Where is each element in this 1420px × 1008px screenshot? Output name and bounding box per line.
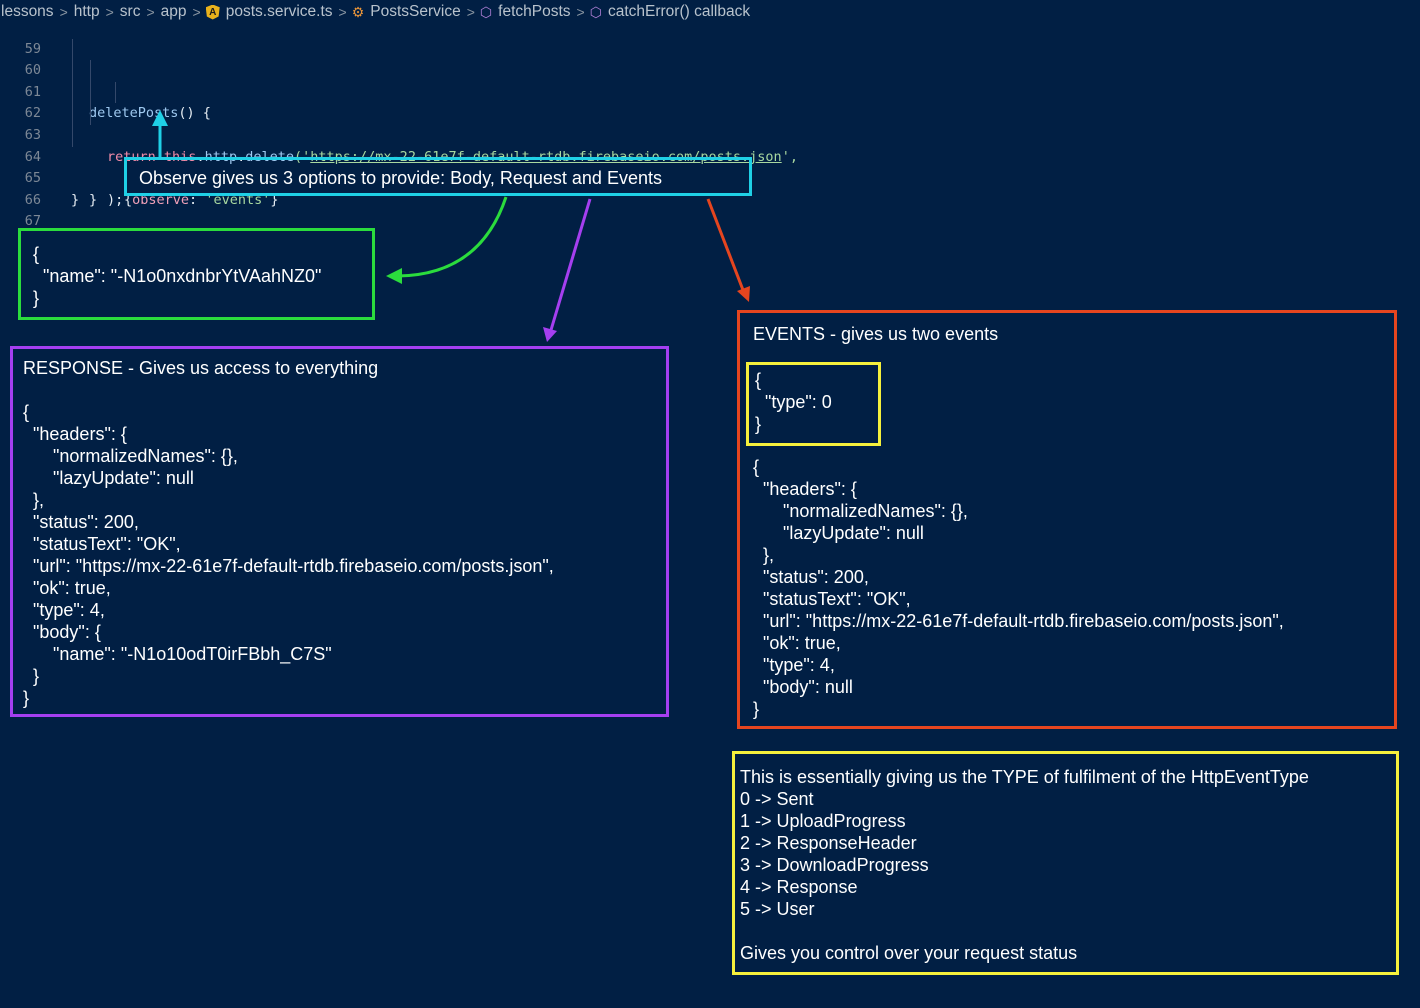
- code-line[interactable]: 61 return this.http.delete('https://mx-2…: [0, 60, 1420, 165]
- breadcrumb-separator: >: [192, 4, 201, 20]
- punctuation: () {: [178, 105, 211, 122]
- class-icon: ⚙: [351, 3, 365, 20]
- indent-guide: [115, 81, 116, 104]
- code-line[interactable]: 67: [0, 190, 1420, 229]
- breadcrumb-item-http[interactable]: http: [73, 3, 100, 20]
- indent-guide: [72, 60, 73, 82]
- line-number: 67: [24, 213, 41, 230]
- method-icon: ⬡: [589, 3, 602, 20]
- line-number: 61: [24, 83, 41, 100]
- breadcrumb-item-src[interactable]: src: [119, 3, 141, 20]
- line-number: 59: [24, 40, 41, 57]
- events-response-json: { "headers": { "normalizedNames": {}, "l…: [753, 457, 1284, 719]
- punctuation: :: [189, 191, 206, 208]
- breadcrumb-separator: >: [105, 4, 114, 20]
- breadcrumb-separator: >: [146, 4, 155, 20]
- arrow-response-purple: [543, 198, 592, 342]
- url-link[interactable]: https://mx-22-61e7f-default-rtdb.firebas…: [310, 148, 782, 165]
- line-number: 62: [24, 105, 41, 122]
- code-content: }: [71, 190, 79, 212]
- punctuation: .: [237, 148, 246, 165]
- breadcrumb-separator: >: [576, 4, 585, 20]
- indent-guide: [72, 124, 73, 147]
- code-content: return this.http.delete('https://mx-22-6…: [107, 147, 798, 169]
- indent-guide: [72, 103, 73, 125]
- code-content: deletePosts() {: [89, 103, 211, 125]
- breadcrumb-separator: >: [466, 4, 475, 20]
- indent-guide: [72, 81, 73, 104]
- arrow-observe-cyan: [152, 110, 168, 157]
- breadcrumb-separator: >: [338, 4, 347, 20]
- breadcrumb-item-method[interactable]: fetchPosts: [498, 3, 571, 20]
- breadcrumb-separator: >: [59, 4, 68, 20]
- line-number: 63: [24, 126, 41, 143]
- arrow-body-green: [386, 196, 508, 284]
- code-line[interactable]: 66: [0, 168, 1420, 208]
- code-content: }: [89, 190, 97, 212]
- breadcrumb-item-lessons[interactable]: lessons: [1, 3, 54, 20]
- response-json-box: RESPONSE - Gives us access to everything…: [10, 346, 669, 717]
- punctuation: (': [294, 148, 311, 165]
- code-line[interactable]: 64 }: [0, 124, 1420, 208]
- code-line[interactable]: 63 );: [0, 103, 1420, 208]
- property-http: http: [204, 148, 238, 165]
- method-icon: ⬡: [479, 3, 493, 20]
- line-number: 65: [24, 170, 41, 187]
- indent-guide: [90, 103, 91, 125]
- line-number: 64: [24, 148, 41, 165]
- observe-note-box: Observe gives us 3 options to provide: B…: [124, 157, 752, 196]
- code-content: );: [107, 190, 123, 212]
- breadcrumb-item-class[interactable]: PostsService: [370, 3, 461, 20]
- line-number: 66: [24, 191, 41, 208]
- indent-guide: [90, 60, 91, 82]
- punctuation: );: [107, 191, 124, 208]
- code-line[interactable]: 65 }: [0, 147, 1420, 208]
- punctuation: ',: [781, 148, 798, 165]
- breadcrumb-item-app[interactable]: app: [160, 3, 187, 20]
- breadcrumb-item-file[interactable]: posts.service.ts: [225, 3, 333, 20]
- indent-guide: [90, 81, 91, 104]
- breadcrumb: lessons > http > src > app > A posts.ser…: [0, 0, 1420, 24]
- punctuation: }: [89, 191, 98, 208]
- punctuation: .: [196, 148, 205, 165]
- method-delete: delete: [245, 148, 295, 165]
- events-title: EVENTS - gives us two events: [753, 324, 999, 344]
- breadcrumb-item-callback[interactable]: catchError() callback: [607, 3, 751, 20]
- punctuation: {: [124, 191, 133, 208]
- body-json-box: { "name": "-N1o0nxdnbrYtVAahNZ0" }: [18, 228, 375, 320]
- code-line[interactable]: 60 deletePosts() {: [0, 38, 1420, 121]
- events-box: EVENTS - gives us two events: [737, 310, 1397, 729]
- keyword-this: this: [163, 148, 197, 165]
- http-event-type-explanation-box: This is essentially giving us the TYPE o…: [732, 751, 1399, 975]
- arrow-events-orange: [706, 198, 750, 302]
- keyword-return: return: [107, 148, 156, 165]
- events-type0-box: { "type": 0 }: [746, 362, 881, 446]
- code-line[interactable]: 59: [0, 17, 1420, 57]
- function-name: deletePosts: [89, 105, 179, 122]
- line-number: 60: [24, 62, 41, 79]
- punctuation: }: [270, 191, 279, 208]
- angular-icon: A: [205, 4, 220, 20]
- punctuation: }: [71, 191, 80, 208]
- indent-guide: [72, 38, 73, 61]
